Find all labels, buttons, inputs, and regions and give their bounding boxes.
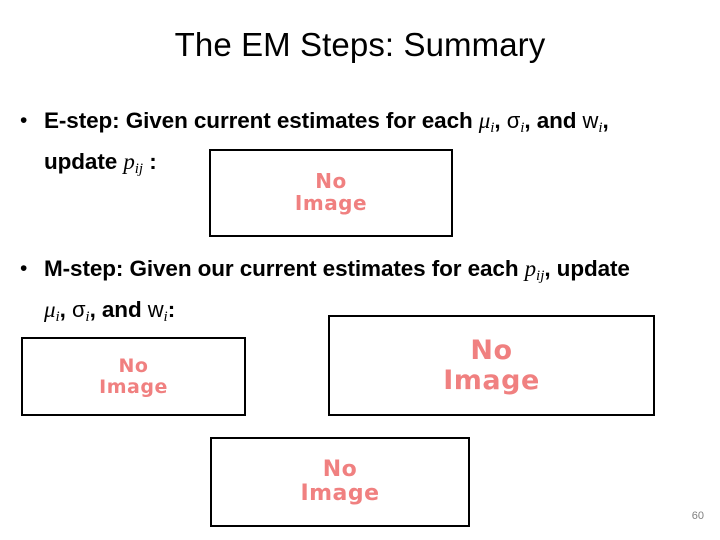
math-w-base: w (147, 297, 164, 323)
math-mu-sub: i (55, 309, 60, 326)
math-sigma-after: , and (89, 297, 148, 323)
no-image-label: No Image (294, 169, 368, 215)
image-placeholder-mstep-left: No Image (21, 337, 246, 416)
math-w-sub: i (598, 120, 603, 137)
bullet-m-step: • M-step: Given our current estimates fo… (14, 252, 706, 334)
math-pij-after: , update (544, 256, 630, 281)
bullet-e-step-line2-prefix: update (44, 149, 124, 175)
slide-title: The EM Steps: Summary (174, 26, 546, 63)
no-image-label: No Image (443, 335, 540, 396)
math-mu-base: μ (478, 108, 491, 133)
math-sigma-sub: i (85, 309, 90, 326)
math-pij-base: p (524, 256, 537, 281)
math-sigma-base: σ (71, 297, 86, 323)
page-number: 60 (691, 510, 704, 522)
math-mu-after: , (59, 297, 72, 323)
math-w-after: , (602, 108, 609, 133)
bullet-e-step: • E-step: Given current estimates for ea… (14, 104, 706, 186)
math-w-after: : (167, 297, 176, 323)
math-sigma-sub: i (520, 120, 525, 137)
math-pij-sub: ij (536, 268, 545, 285)
image-placeholder-estep: No Image (209, 149, 453, 237)
bullet-e-step-line1: • E-step: Given current estimates for ea… (14, 104, 706, 145)
math-w-sub: i (163, 309, 168, 326)
math-pij-base: p (123, 149, 135, 175)
math-w-base: w (582, 108, 599, 133)
math-pij-sub: ij (134, 161, 144, 178)
math-mu-sub: i (490, 120, 495, 137)
bullet-e-step-line1-text: E-step: Given current estimates for each… (44, 104, 706, 145)
bullet-m-step-line1: • M-step: Given our current estimates fo… (14, 252, 706, 293)
bullet-m-step-line1-text: M-step: Given our current estimates for … (44, 252, 706, 293)
bullet-e-step-line2: update pij : (14, 145, 706, 186)
math-mu-after: , (494, 108, 507, 133)
image-placeholder-mstep-bottom: No Image (210, 437, 470, 527)
bullet-m-step-line2: μi, σi, and wi: (14, 293, 706, 334)
bullet-m-step-line1-prefix: M-step: Given our current estimates for … (44, 256, 525, 281)
image-placeholder-mstep-right: No Image (328, 315, 655, 416)
bullet-e-step-line1-prefix: E-step: Given current estimates for each (44, 108, 479, 133)
bullet-marker: • (20, 109, 28, 132)
no-image-label: No Image (99, 354, 168, 398)
math-pij-after: : (143, 149, 157, 175)
no-image-label: No Image (300, 457, 380, 506)
math-sigma-after: , and (524, 108, 583, 133)
math-sigma-base: σ (506, 108, 521, 133)
bullet-marker: • (20, 257, 28, 280)
math-mu-base: μ (44, 297, 56, 323)
